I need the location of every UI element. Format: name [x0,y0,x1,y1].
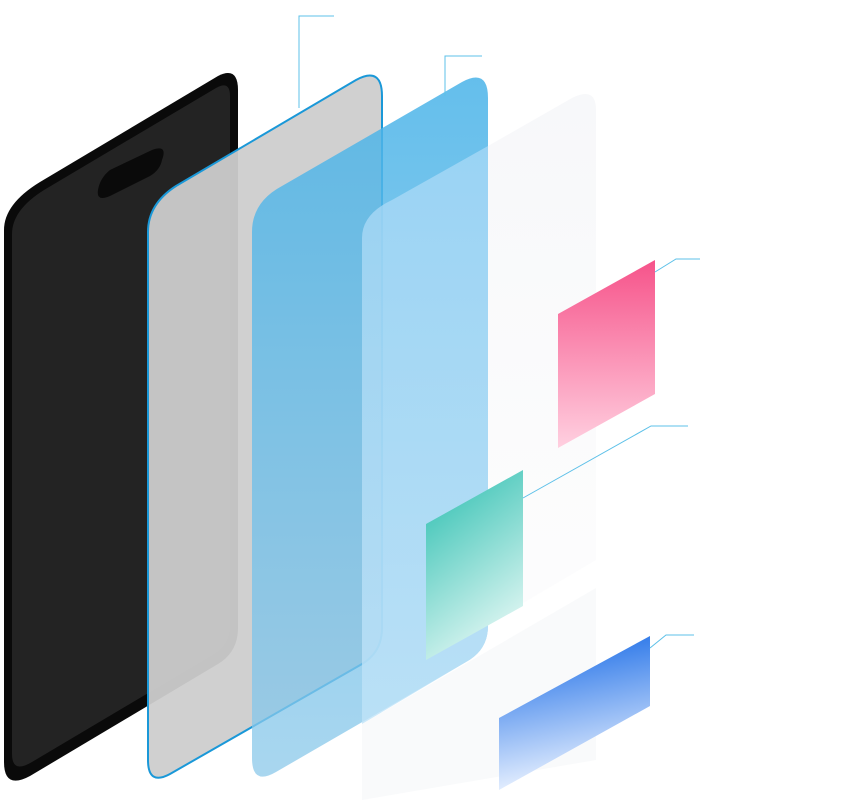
teal-swatch [426,470,523,660]
callout-gray-panel [298,15,334,108]
light-blue-layer [362,146,488,724]
pink-swatch [558,260,655,448]
callout-teal-swatch [522,425,688,499]
camera-notch-icon [97,148,164,198]
callout-pink-swatch [654,258,700,273]
callout-lines [298,15,700,649]
blue-swatch [499,636,650,790]
callout-blue-swatch [649,634,694,649]
callout-blue-layer [444,55,482,96]
